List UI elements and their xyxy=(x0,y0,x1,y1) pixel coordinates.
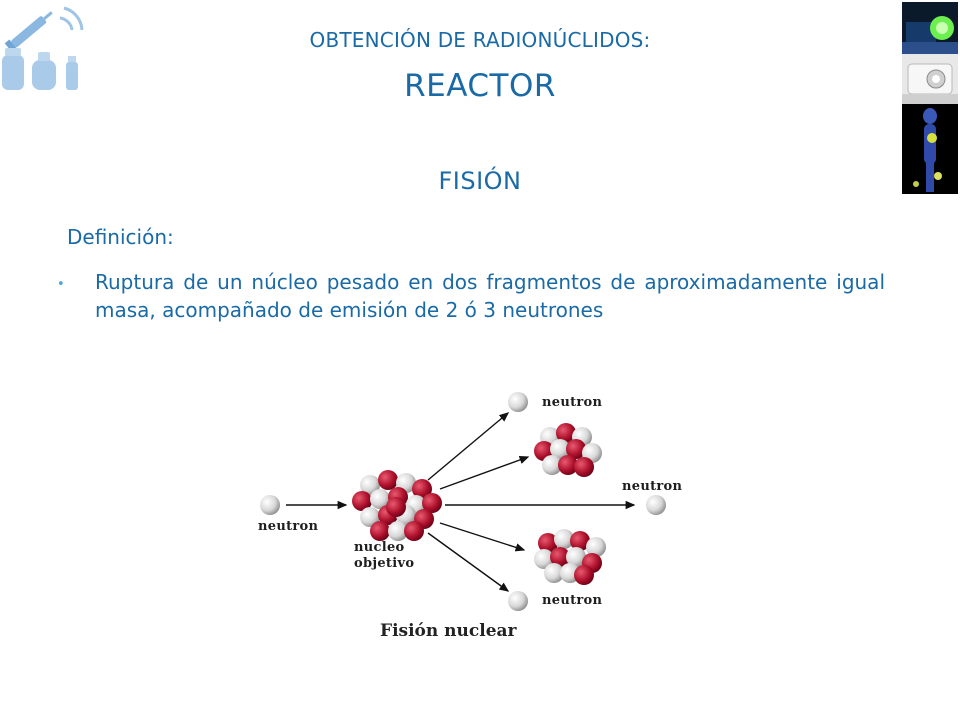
medical-logo-icon xyxy=(2,6,84,90)
label-target-line2: objetivo xyxy=(354,556,415,571)
body-scan-photo-icon xyxy=(902,104,958,194)
label-neutron-bottom: neutron xyxy=(542,593,603,608)
emitted-neutron-bottom xyxy=(508,591,528,611)
label-neutron-top: neutron xyxy=(542,395,603,410)
fragment-lower xyxy=(534,529,606,585)
fission-diagram-graphic xyxy=(260,392,666,611)
label-target-line1: nucleo xyxy=(354,540,405,555)
figure-caption: Fisión nuclear xyxy=(380,621,517,641)
emitted-neutron-right xyxy=(646,495,666,515)
image-strip xyxy=(902,2,958,194)
lab-photo-icon xyxy=(902,2,958,54)
label-neutron-in: neutron xyxy=(258,519,319,534)
target-nucleus xyxy=(352,470,442,541)
label-neutron-right: neutron xyxy=(622,479,683,494)
definition-label: Definición: xyxy=(67,225,174,249)
title-line2: REACTOR xyxy=(404,68,556,104)
scanner-photo-icon xyxy=(902,54,958,104)
title-line1: OBTENCIÓN DE RADIONÚCLIDOS: xyxy=(309,28,651,52)
incoming-neutron xyxy=(260,495,280,515)
fission-diagram: neutron neutron neutron neutron nucleo o… xyxy=(250,385,700,647)
section-heading: FISIÓN xyxy=(438,167,522,195)
fragment-upper xyxy=(534,423,602,477)
emitted-neutron-top xyxy=(508,392,528,412)
bullet-icon: • xyxy=(57,277,65,292)
definition-text: Ruptura de un núcleo pesado en dos fragm… xyxy=(95,270,885,322)
